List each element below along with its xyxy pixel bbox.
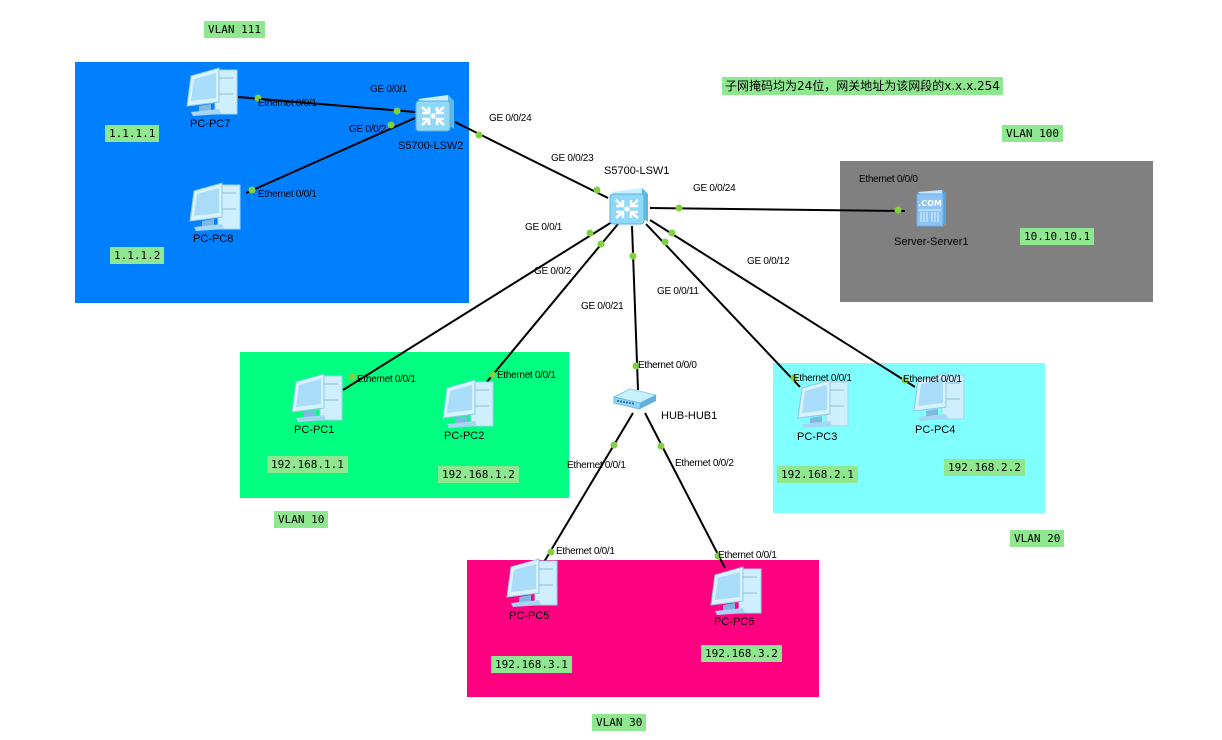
switch-icon-lsw2[interactable] (412, 93, 456, 140)
ip-pc4: 192.168.2.2 (944, 459, 1025, 476)
port-label-lsw2-ge24: GE 0/0/24 (489, 113, 532, 124)
ip-pc6: 192.168.3.2 (701, 645, 782, 662)
server-icon-server1[interactable]: .COM (914, 188, 948, 233)
pc-icon-pc3[interactable] (796, 378, 852, 435)
port-dot (393, 107, 401, 115)
port-dot (661, 238, 669, 246)
port-label-lsw1-ge23: GE 0/0/23 (551, 153, 594, 164)
port-label-hub-eth0: Ethernet 0/0/0 (638, 360, 697, 371)
port-label-lsw1-ge12: GE 0/0/12 (747, 256, 790, 267)
link-lsw1-server[interactable] (649, 207, 906, 212)
port-label-lsw1-ge1: GE 0/0/1 (525, 222, 563, 233)
zone-vlan100 (840, 161, 1153, 302)
port-label-hub-eth2: Ethernet 0/0/2 (675, 458, 734, 469)
port-dot (632, 362, 640, 370)
link-lsw1-pc2[interactable] (485, 223, 619, 384)
port-label-pc3-eth: Ethernet 0/0/1 (793, 373, 852, 384)
label-pc2: PC-PC2 (444, 430, 485, 442)
vlan-tag-111: VLAN 111 (204, 21, 265, 38)
port-label-pc2-eth: Ethernet 0/0/1 (497, 370, 556, 381)
port-dot (387, 121, 395, 129)
ip-server1: 10.10.10.1 (1020, 228, 1095, 245)
port-dot (489, 371, 497, 379)
label-pc8: PC-PC8 (193, 233, 234, 245)
link-lsw1-pc1[interactable] (342, 221, 613, 391)
port-label-pc6-eth: Ethernet 0/0/1 (718, 550, 777, 561)
svg-text:.COM: .COM (918, 199, 942, 208)
pc-icon-pc4[interactable] (912, 371, 968, 428)
ip-pc3: 192.168.2.1 (777, 466, 858, 483)
port-dot (254, 94, 262, 102)
port-label-pc8-eth: Ethernet 0/0/1 (258, 189, 317, 200)
pc-icon-pc2[interactable] (441, 378, 497, 435)
label-pc7: PC-PC7 (190, 118, 231, 130)
ip-pc8: 1.1.1.2 (110, 247, 165, 264)
port-dot (593, 186, 601, 194)
port-dot (668, 229, 676, 237)
port-dot (657, 442, 665, 450)
vlan-tag-10: VLAN 10 (274, 511, 329, 528)
port-label-pc4-eth: Ethernet 0/0/1 (903, 374, 962, 385)
pc-icon-pc1[interactable] (290, 372, 346, 429)
port-dot (597, 240, 605, 248)
port-label-lsw1-ge11: GE 0/0/11 (657, 286, 699, 297)
link-hub-pc6[interactable] (644, 412, 726, 569)
port-label-lsw2-ge1: GE 0/0/1 (370, 84, 408, 95)
ip-pc2: 192.168.1.2 (438, 466, 519, 483)
ip-pc7: 1.1.1.1 (105, 125, 160, 142)
port-label-pc7-eth: Ethernet 0/0/1 (258, 98, 317, 109)
port-label-pc1-eth: Ethernet 0/0/1 (357, 374, 416, 385)
label-pc6: PC-PC6 (714, 616, 755, 628)
port-dot (610, 441, 618, 449)
port-dot (894, 206, 902, 214)
port-dot (714, 552, 722, 560)
link-lsw1-pc3[interactable] (645, 223, 801, 388)
ip-pc5: 192.168.3.1 (491, 656, 572, 673)
switch-icon-lsw1[interactable] (606, 186, 650, 233)
port-label-lsw1-ge21: GE 0/0/21 (581, 301, 624, 312)
label-server1: Server-Server1 (894, 236, 969, 248)
link-pc7-lsw2[interactable] (237, 96, 416, 113)
link-hub-pc5[interactable] (543, 412, 634, 563)
label-pc5: PC-PC5 (509, 610, 550, 622)
port-dot (475, 131, 483, 139)
label-pc3: PC-PC3 (797, 431, 838, 443)
port-dot (629, 252, 637, 260)
port-dot (348, 373, 356, 381)
port-dot (547, 548, 555, 556)
port-dot (901, 376, 909, 384)
ip-pc1: 192.168.1.1 (267, 456, 348, 473)
port-label-pc5-eth: Ethernet 0/0/1 (556, 546, 615, 557)
port-dot (248, 186, 256, 194)
pc-icon-pc5[interactable] (505, 557, 561, 614)
label-hub1: HUB-HUB1 (661, 410, 718, 422)
hub-icon-hub1[interactable] (612, 387, 658, 416)
port-dot (675, 204, 683, 212)
port-label-lsw1-ge2: GE 0/0/2 (534, 266, 572, 277)
pc-icon-pc6[interactable] (709, 565, 765, 622)
vlan-tag-20: VLAN 20 (1010, 530, 1065, 547)
label-pc4: PC-PC4 (915, 424, 956, 436)
port-dot (790, 374, 798, 382)
label-pc1: PC-PC1 (294, 424, 335, 436)
label-lsw1: S5700-LSW1 (604, 165, 670, 177)
port-label-server-eth: Ethernet 0/0/0 (859, 174, 918, 185)
port-label-hub-eth1: Ethernet 0/0/1 (567, 460, 626, 471)
pc-icon-pc7[interactable] (185, 66, 241, 123)
port-label-lsw1-ge24: GE 0/0/24 (693, 183, 736, 194)
subnet-note: 子网掩码均为24位，网关地址为该网段的x.x.x.254 (722, 77, 1003, 95)
pc-icon-pc8[interactable] (188, 181, 244, 238)
vlan-tag-30: VLAN 30 (592, 714, 647, 731)
vlan-tag-100: VLAN 100 (1002, 125, 1063, 142)
port-dot (586, 229, 594, 237)
link-lsw1-pc4[interactable] (649, 219, 916, 388)
port-label-lsw2-ge2: GE 0/0/2 (349, 124, 387, 135)
link-pc8-lsw2[interactable] (245, 117, 416, 194)
label-lsw2: S5700-LSW2 (398, 140, 464, 152)
